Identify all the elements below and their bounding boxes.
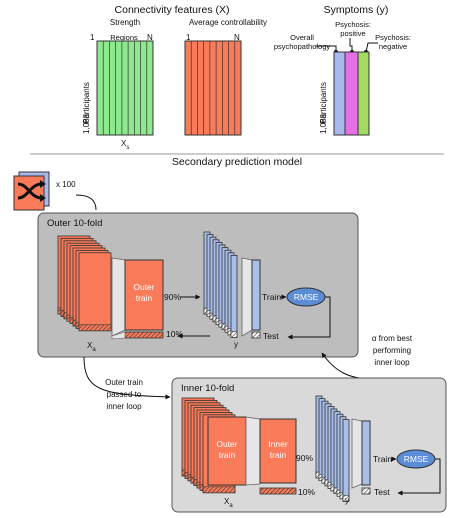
regions-label: Regions <box>110 33 138 42</box>
alpha-note-3: inner loop <box>374 358 410 367</box>
participants-count-strength: 1,068 <box>82 113 91 134</box>
inner-fold-title: Inner 10-fold <box>181 383 234 394</box>
y-fold-test-strip <box>342 495 350 502</box>
outer-y-connector <box>241 257 253 337</box>
inner-y-train <box>361 420 371 486</box>
outer-y-label: y <box>234 340 238 349</box>
symptom-leaders <box>316 38 378 55</box>
fold-test-strip <box>78 324 112 332</box>
positive-label-2: positive <box>340 29 365 38</box>
controllability-axis-one: 1 <box>186 33 191 42</box>
features-title: Connectivity features (X) <box>115 4 230 16</box>
passed-note-1: Outer train <box>105 378 143 387</box>
negative-label-2: negative <box>379 42 407 51</box>
symptom-matrix <box>333 51 370 136</box>
avg-controllability-label: Average controllability <box>189 18 267 27</box>
inner-rmse-out-arrow <box>397 458 441 496</box>
repeat-arrow <box>75 194 97 211</box>
inner-y-label: y <box>345 496 349 505</box>
repeat-count: x 100 <box>56 180 76 189</box>
outer-train-block <box>124 259 164 331</box>
strength-label: Strength <box>110 18 140 27</box>
fold-test-strip <box>202 486 236 494</box>
outer-test-text: Test <box>263 331 279 341</box>
inner-test-block <box>259 487 297 495</box>
passed-note-3: inner loop <box>106 402 142 411</box>
outer-y-test <box>251 331 261 339</box>
shuffle-icon <box>13 171 50 211</box>
controllability-axis-n: N <box>234 33 240 42</box>
outer-rmse-out-arrow <box>287 296 331 340</box>
overall-label-2: psychopathology <box>274 42 331 51</box>
strength-axis-n: N <box>147 33 153 42</box>
strength-axis-one: 1 <box>90 33 95 42</box>
inner-pct-10: 10% <box>298 487 315 497</box>
inner-outer-train-label-1: Outer <box>216 439 237 449</box>
overall-label-1: Overall <box>290 33 314 42</box>
y-fold-test-strip <box>230 331 238 338</box>
inner-rmse-label: RMSE <box>404 454 429 464</box>
positive-label-1: Psychosis: <box>335 20 371 29</box>
inner-train-label-1: Inner <box>268 439 288 449</box>
inner-outer-train-label-2: train <box>219 450 236 460</box>
outer-test-block <box>124 331 164 339</box>
alpha-note-2: performing <box>373 346 411 355</box>
outer-pct-10: 10% <box>166 329 183 339</box>
outer-xa-label: Xa <box>87 341 96 353</box>
inner-y-test <box>361 487 371 495</box>
inner-train-text: Train <box>373 454 392 464</box>
inner-y-stack <box>315 395 350 502</box>
outer-y-train <box>251 259 261 331</box>
controllability-matrix-columns <box>190 41 236 135</box>
outer-rmse-label: RMSE <box>294 292 319 302</box>
strength-matrix-columns <box>102 41 148 135</box>
xs-label: Xs <box>121 139 129 151</box>
participants-label-symptoms: Participants <box>319 82 328 124</box>
outer-y-stack <box>203 231 238 338</box>
negative-label-1: Psychosis: <box>375 33 411 42</box>
participants-label-strength: Participants <box>82 82 91 124</box>
outer-fold-title: Outer 10-fold <box>47 218 102 229</box>
y-fold-sheet <box>342 418 350 502</box>
inner-train-block <box>259 418 297 484</box>
symptoms-title: Symptoms (y) <box>324 4 389 16</box>
outer-pct-90: 90% <box>164 292 181 302</box>
inner-train-label-2: train <box>270 450 287 460</box>
outer-train-connector <box>111 257 126 337</box>
inner-test-text: Test <box>374 487 390 497</box>
passed-arrow <box>83 356 171 400</box>
secondary-model-title: Secondary prediction model <box>172 156 302 168</box>
strength-matrix <box>96 40 154 136</box>
alpha-note-1: α from best <box>372 334 413 343</box>
inner-train-connector <box>245 416 261 486</box>
inner-xa-label: Xa <box>224 497 233 509</box>
y-fold-sheet <box>230 254 238 338</box>
outer-test-connector <box>111 331 126 340</box>
inner-pct-90: 90% <box>296 453 313 463</box>
controllability-matrix <box>184 40 242 136</box>
outer-xa-stack <box>57 235 112 332</box>
outer-train-label-2: train <box>136 293 153 303</box>
participants-count-symptoms: 1,068 <box>319 113 328 134</box>
inner-y-connector <box>351 418 363 489</box>
fold-sheet <box>78 252 112 332</box>
outer-train-text: Train <box>262 292 281 302</box>
outer-train-label-1: Outer <box>133 282 154 292</box>
